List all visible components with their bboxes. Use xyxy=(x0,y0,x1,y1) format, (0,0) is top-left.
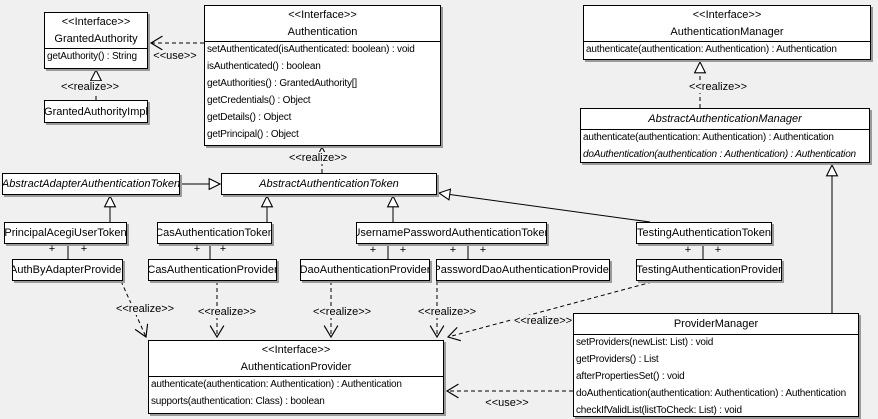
class-principal-acegi-user-token[interactable]: PrincipalAcegiUserToken xyxy=(4,222,127,244)
class-abstract-authentication-token[interactable]: AbstractAuthenticationToken xyxy=(221,173,437,195)
assoc-plus: + xyxy=(48,243,56,255)
class-provider-manager[interactable]: ProviderManager setProviders(newList: Li… xyxy=(573,313,859,417)
assoc-plus: + xyxy=(684,244,692,256)
class-title: AbstractAuthenticationManager xyxy=(648,113,802,125)
method-label: getAuthorities() : GrantedAuthority[] xyxy=(207,78,357,89)
method-label: getDetails() : Object xyxy=(207,112,292,123)
class-title: CasAuthenticationProvider xyxy=(148,264,277,276)
class-password-dao-authentication-provider[interactable]: PasswordDaoAuthenticationProvider xyxy=(436,259,610,281)
class-auth-by-adapter-provider[interactable]: AuthByAdapterProvider xyxy=(12,259,123,281)
stereotype-label: <<Interface>> xyxy=(261,344,331,356)
use-label: <<use>> xyxy=(484,397,530,409)
class-title: AuthenticationProvider xyxy=(240,361,352,373)
class-username-password-authentication-token[interactable]: UsernamePasswordAuthenticationToken xyxy=(356,222,547,244)
realize-label: <<realize>> xyxy=(196,306,258,318)
class-title: TestingAuthenticationToken xyxy=(637,227,771,239)
stereotype-label: <<Interface>> xyxy=(288,9,357,21)
assoc-plus: + xyxy=(219,243,227,255)
class-title: ProviderManager xyxy=(673,318,759,330)
method-label: authenticate(authentication: Authenticat… xyxy=(586,44,837,55)
assoc-plus: + xyxy=(479,244,487,256)
class-title: TestingAuthenticationProvider xyxy=(636,264,782,276)
method-label: doAuthentication(authentication : Authen… xyxy=(583,149,856,160)
realize-label: <<realize>> xyxy=(114,303,176,315)
method-label: doAuthentication(authentication: Authent… xyxy=(576,388,846,399)
assoc-plus: + xyxy=(399,244,407,256)
method-label: getCredentials() : Object xyxy=(207,95,311,106)
assoc-plus: + xyxy=(714,244,722,256)
class-abstract-authentication-manager[interactable]: AbstractAuthenticationManager authentica… xyxy=(580,108,870,163)
realize-label: <<realize>> xyxy=(287,152,349,164)
edge-realize-testingprovider xyxy=(446,281,653,342)
class-title: PrincipalAcegiUserToken xyxy=(4,227,127,239)
method-label: getProviders() : List xyxy=(576,354,659,365)
method-label: getAuthority() : String xyxy=(47,51,137,62)
method-label: afterPropertiesSet() : void xyxy=(576,371,685,382)
use-label: <<use>> xyxy=(152,50,198,62)
realize-label: <<realize>> xyxy=(512,315,574,327)
method-label: checkIfValidList(listToCheck: List) : vo… xyxy=(576,405,742,416)
class-abstract-adapter-authentication-token[interactable]: AbstractAdapterAuthenticationToken xyxy=(2,173,180,195)
method-label: supports(authentication: Class) : boolea… xyxy=(151,396,325,407)
method-label: getPrincipal() : Object xyxy=(207,129,299,140)
class-title: AbstractAuthenticationToken xyxy=(259,178,399,190)
realize-label: <<realize>> xyxy=(687,81,749,93)
class-authentication-provider[interactable]: <<Interface>> AuthenticationProvider aut… xyxy=(148,340,444,414)
class-cas-authentication-provider[interactable]: CasAuthenticationProvider xyxy=(148,259,277,281)
class-title: AuthByAdapterProvider xyxy=(12,264,123,276)
class-title: Authentication xyxy=(287,26,358,38)
method-label: setAuthenticated(isAuthenticated: boolea… xyxy=(207,44,415,55)
class-authentication-manager[interactable]: <<Interface>> AuthenticationManager auth… xyxy=(583,5,871,60)
method-label: authenticate(authentication: Authenticat… xyxy=(583,132,834,143)
class-title: PasswordDaoAuthenticationProvider xyxy=(436,264,610,276)
assoc-plus: + xyxy=(449,244,457,256)
assoc-plus: + xyxy=(369,244,377,256)
class-title: DaoAuthenticationProvider xyxy=(300,264,430,276)
assoc-plus: + xyxy=(80,243,88,255)
edge-gen-testingtoken-to-abstracttoken xyxy=(439,193,651,223)
realize-label: <<realize>> xyxy=(416,306,478,318)
class-title: CasAuthenticationToken xyxy=(157,227,272,239)
realize-label: <<realize>> xyxy=(311,306,373,318)
assoc-plus: + xyxy=(193,243,201,255)
realize-label: <<realize>> xyxy=(59,81,121,93)
method-label: setProviders(newList: List) : void xyxy=(576,337,714,348)
class-granted-authority[interactable]: <<Interface>> GrantedAuthority getAuthor… xyxy=(44,12,148,69)
class-title: AuthenticationManager xyxy=(670,26,784,38)
stereotype-label: <<Interface>> xyxy=(61,16,131,28)
class-title: AbstractAdapterAuthenticationToken xyxy=(2,178,180,190)
stereotype-label: <<Interface>> xyxy=(692,9,762,21)
class-authentication[interactable]: <<Interface>> Authentication setAuthenti… xyxy=(204,5,441,146)
method-label: authenticate(authentication: Authenticat… xyxy=(151,379,402,390)
class-title: GrantedAuthority xyxy=(54,33,138,45)
class-title: UsernamePasswordAuthenticationToken xyxy=(356,227,547,239)
class-title: GrantedAuthorityImpl xyxy=(44,105,148,118)
class-testing-authentication-provider[interactable]: TestingAuthenticationProvider xyxy=(636,259,782,281)
class-testing-authentication-token[interactable]: TestingAuthenticationToken xyxy=(636,222,772,244)
class-cas-authentication-token[interactable]: CasAuthenticationToken xyxy=(157,222,272,244)
method-label: isAuthenticated() : boolean xyxy=(207,61,321,72)
class-granted-authority-impl[interactable]: GrantedAuthorityImpl xyxy=(44,100,148,123)
class-dao-authentication-provider[interactable]: DaoAuthenticationProvider xyxy=(300,259,430,281)
